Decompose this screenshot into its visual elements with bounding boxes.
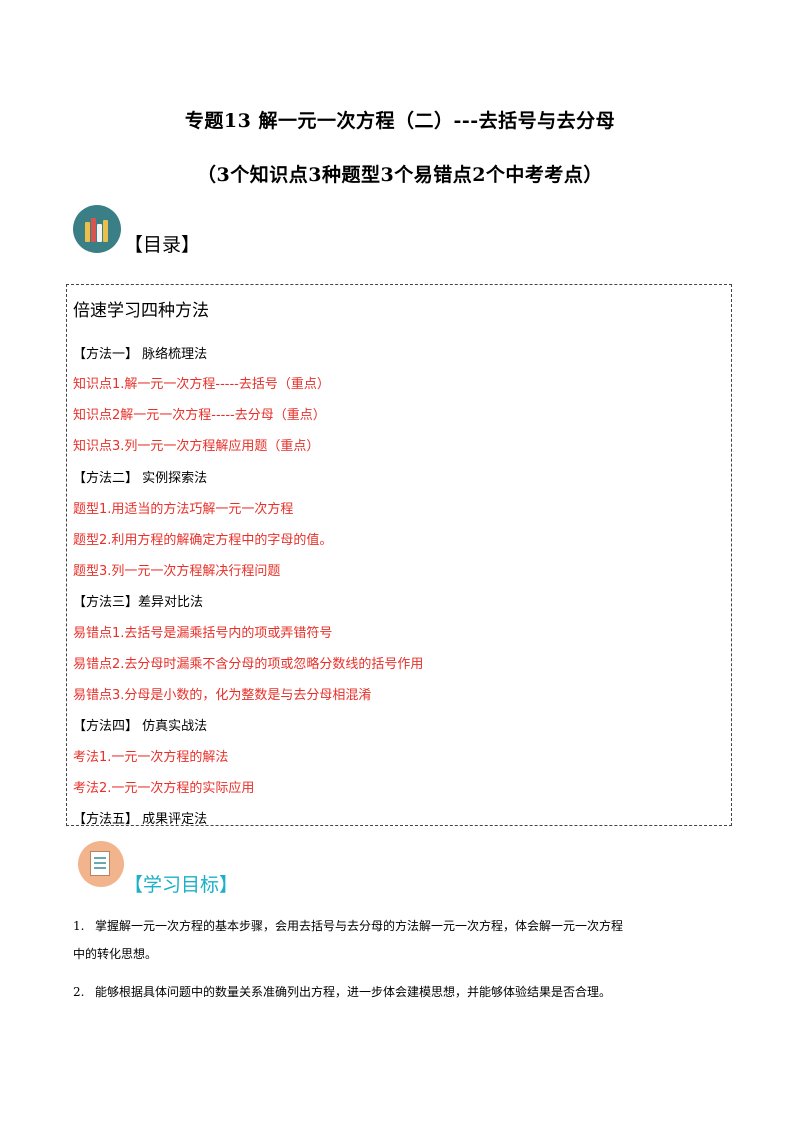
- goal-text-continued: 中的转化思想。: [73, 947, 158, 961]
- toc-line: 易错点2.去分母时漏乘不含分母的项或忽略分数线的括号作用: [73, 657, 424, 672]
- toc-line: 题型3.列一元一次方程解决行程问题: [73, 564, 281, 579]
- toc-line: 【方法三】差异对比法: [73, 595, 204, 610]
- page-title: 专题13 解一元一次方程（二）---去括号与去分母: [184, 110, 616, 132]
- toc-box: [66, 284, 732, 826]
- toc-box-title: 倍速学习四种方法: [73, 301, 209, 321]
- goal-item-1: 1. 掌握解一元一次方程的基本步骤，会用去括号与去分母的方法解一元一次方程，体会解…: [73, 912, 733, 968]
- toc-line: 考法2.一元一次方程的实际应用: [73, 781, 255, 796]
- toc-line: 【方法四】 仿真实战法: [73, 719, 208, 734]
- toc-line: 易错点1.去括号是漏乘括号内的项或弄错符号: [73, 626, 333, 641]
- toc-line: 【方法五】 成果评定法: [73, 812, 208, 827]
- goal-number: 1.: [73, 919, 85, 933]
- goal-text: 掌握解一元一次方程的基本步骤，会用去括号与去分母的方法解一元一次方程，体会解一元…: [95, 919, 624, 933]
- toc-line: 易错点3.分母是小数的，化为整数是与去分母相混淆: [73, 688, 372, 703]
- study-goal-icon: [78, 841, 124, 887]
- toc-line: 知识点3.列一元一次方程解应用题（重点）: [73, 439, 320, 454]
- goals-heading: 【学习目标】: [124, 874, 239, 896]
- toc-line: 知识点2解一元一次方程-----去分母（重点）: [73, 408, 326, 423]
- goal-text: 能够根据具体问题中的数量关系准确列出方程，进一步体会建模思想，并能够体验结果是否…: [95, 985, 612, 999]
- goal-item-2: 2. 能够根据具体问题中的数量关系准确列出方程，进一步体会建模思想，并能够体验结果…: [73, 978, 733, 1006]
- goal-number: 2.: [73, 985, 85, 999]
- toc-heading: 【目录】: [124, 234, 201, 256]
- toc-line: 知识点1.解一元一次方程-----去括号（重点）: [73, 377, 330, 392]
- toc-line: 题型1.用适当的方法巧解一元一次方程: [73, 502, 294, 517]
- page-subtitle: （3个知识点3种题型3个易错点2个中考考点）: [197, 164, 603, 186]
- toc-line: 考法1.一元一次方程的解法: [73, 750, 229, 765]
- toc-line: 【方法一】 脉络梳理法: [73, 347, 208, 362]
- toc-line: 【方法二】 实例探索法: [73, 471, 208, 486]
- books-icon: [73, 205, 121, 253]
- toc-line: 题型2.利用方程的解确定方程中的字母的值。: [73, 533, 333, 548]
